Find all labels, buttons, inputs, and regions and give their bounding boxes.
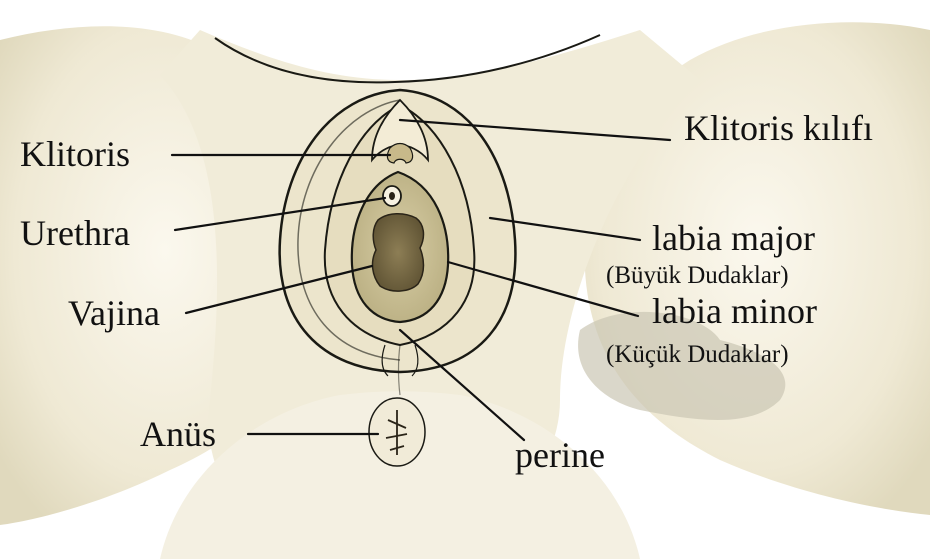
label-labia-minor-tr: (Küçük Dudaklar) bbox=[606, 341, 789, 368]
label-klitoris-kilifi: Klitoris kılıfı bbox=[684, 108, 873, 148]
anus bbox=[369, 398, 425, 466]
label-labia-minor: labia minor bbox=[652, 291, 817, 331]
label-labia-major-tr: (Büyük Dudaklar) bbox=[606, 262, 789, 289]
label-klitoris: Klitoris bbox=[20, 134, 130, 174]
label-vajina: Vajina bbox=[68, 293, 160, 333]
label-perine: perine bbox=[515, 435, 605, 475]
label-labia-major: labia major bbox=[652, 218, 815, 258]
label-urethra: Urethra bbox=[20, 213, 130, 253]
label-anus: Anüs bbox=[140, 414, 216, 454]
vaginal-opening bbox=[373, 214, 424, 291]
urethra bbox=[383, 186, 401, 206]
